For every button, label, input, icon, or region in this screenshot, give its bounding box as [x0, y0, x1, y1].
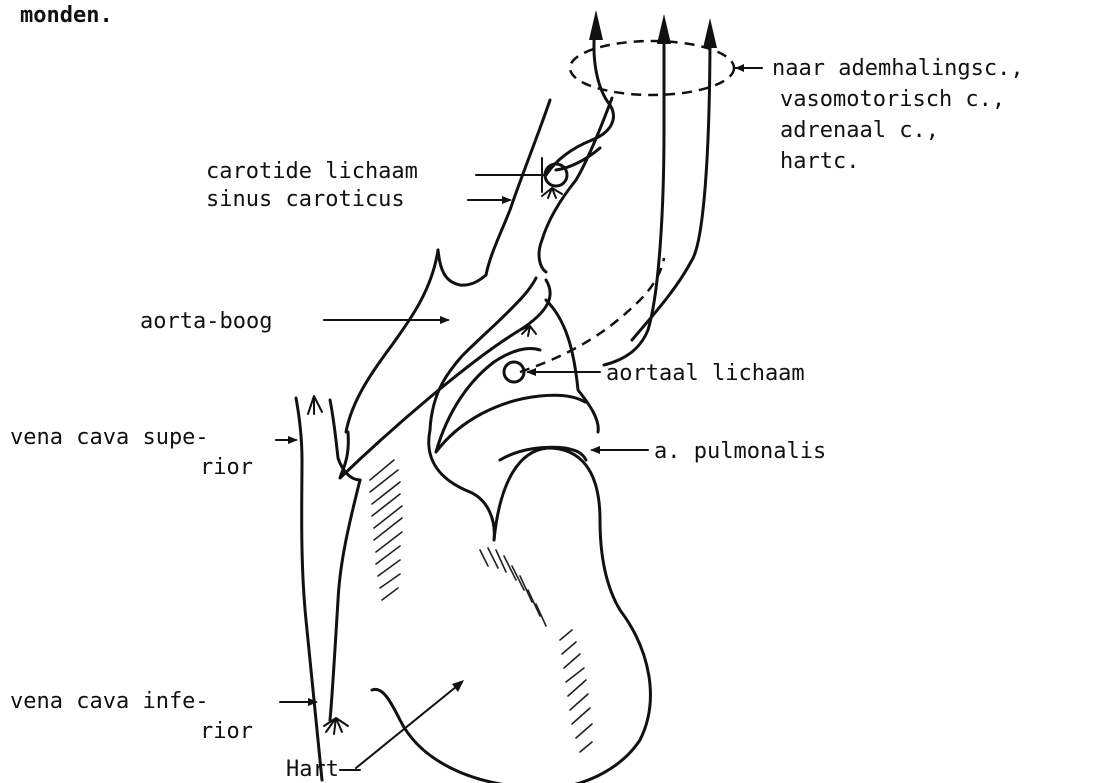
- carotid-artery: [346, 98, 612, 432]
- pointer-hart-head: [452, 680, 464, 692]
- label-aorta-boog: aorta-boog: [140, 309, 272, 334]
- heart-hatching: [370, 460, 592, 752]
- arrowhead-right: [703, 18, 717, 48]
- label-naar-line1: naar ademhalingsc.,: [772, 56, 1024, 81]
- nerve-line-left: [546, 20, 613, 175]
- carotid-left-branch: [438, 250, 486, 285]
- heart-outline: [372, 448, 650, 783]
- pointer-aorta-boog-head: [440, 316, 450, 324]
- carotid-body-circle: [545, 164, 567, 186]
- pointer-hart: [356, 682, 462, 768]
- subclavian-branch: [346, 250, 438, 432]
- pointer-vcs-head: [288, 436, 298, 444]
- label-vena-cava-superior-1: vena cava supe-: [10, 425, 209, 450]
- aortic-nerve-dashed: [520, 258, 664, 372]
- label-sinus-caroticus: sinus caroticus: [206, 187, 405, 212]
- pointer-pulmonalis-head: [590, 446, 600, 454]
- label-aortaal-lichaam: aortaal lichaam: [606, 361, 805, 386]
- sinus-nerve-ending: [542, 188, 562, 198]
- label-naar-line4: hartc.: [780, 149, 859, 174]
- label-hart: Hart: [286, 757, 339, 782]
- label-carotide-lichaam: carotide lichaam: [206, 159, 418, 184]
- label-vena-cava-superior-2: rior: [200, 455, 253, 480]
- nerve-line-right: [632, 30, 710, 340]
- label-vena-cava-inferior-2: rior: [200, 719, 253, 744]
- label-vena-cava-inferior-1: vena cava infe-: [10, 689, 209, 714]
- label-a-pulmonalis: a. pulmonalis: [654, 439, 826, 464]
- aortic-nerve-ending: [516, 326, 536, 336]
- arrowhead-middle: [657, 14, 671, 44]
- arrowhead-left: [589, 10, 603, 40]
- label-naar-line3: adrenaal c.,: [780, 118, 939, 143]
- aorta-outer-curve: [546, 300, 598, 432]
- heart: [330, 430, 650, 783]
- heart-left-side: [330, 480, 360, 720]
- vci-nerve-ending: [324, 718, 348, 734]
- label-naar-line2: vasomotorisch c.,: [780, 87, 1005, 112]
- top-text: monden.: [20, 3, 113, 28]
- pointer-sinus-head: [502, 196, 512, 204]
- vcs-left-wall: [296, 398, 322, 780]
- vcs-nerve-ending: [308, 396, 322, 414]
- pointer-naar-head: [735, 64, 744, 72]
